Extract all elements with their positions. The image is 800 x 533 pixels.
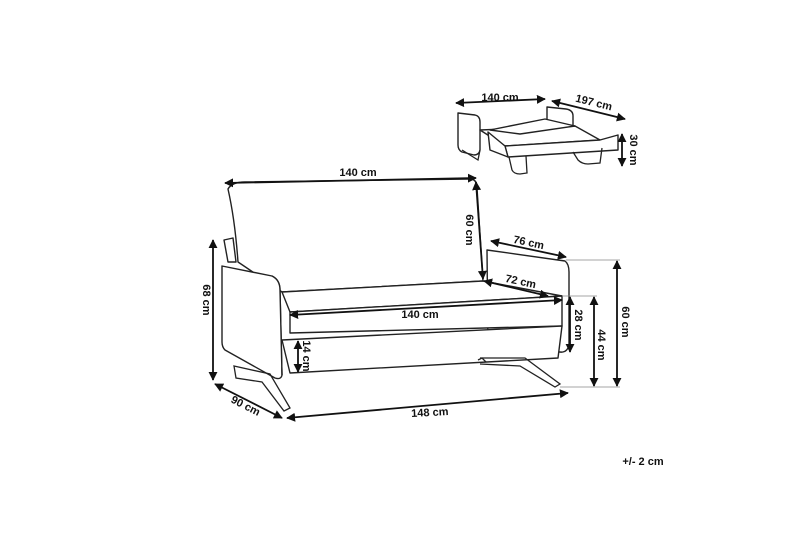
clearance-label: 14 cm bbox=[300, 340, 312, 371]
arm-above-seat-label: 28 cm bbox=[572, 309, 584, 340]
dimension-lines bbox=[208, 94, 627, 422]
bed-width-label: 140 cm bbox=[481, 92, 519, 104]
total-height-label: 68 cm bbox=[200, 284, 212, 315]
arm-height-label: 60 cm bbox=[619, 306, 631, 337]
depth-label: 90 cm bbox=[229, 394, 262, 419]
seat-height-label: 44 cm bbox=[595, 329, 607, 360]
bed-height-label: 30 cm bbox=[627, 134, 639, 165]
sofa-bed-illustration bbox=[457, 106, 619, 175]
seat-width-label: 140 cm bbox=[401, 309, 439, 321]
sofa-illustration bbox=[221, 178, 570, 412]
tolerance-note: +/- 2 cm bbox=[622, 456, 663, 468]
total-width-label: 148 cm bbox=[411, 406, 449, 420]
back-height-label: 60 cm bbox=[463, 214, 475, 245]
back-width-label: 140 cm bbox=[339, 167, 377, 179]
bed-length-label: 197 cm bbox=[574, 93, 613, 114]
